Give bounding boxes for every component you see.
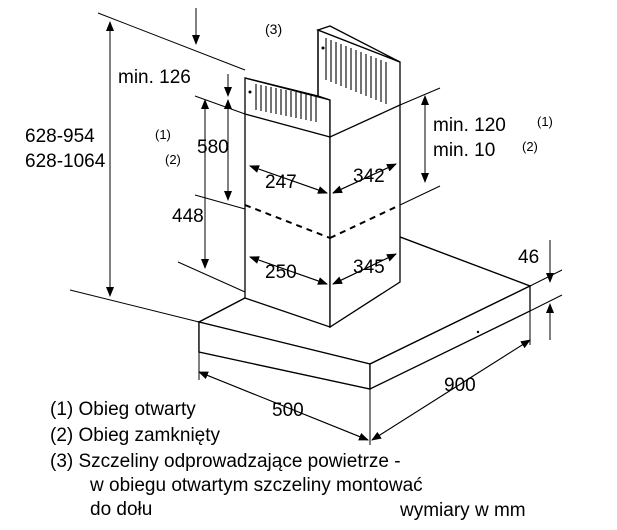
dimension-arrows: [106, 8, 554, 340]
note-closed-circulation: (2) Obieg zamknięty: [50, 425, 221, 446]
air-slots: [255, 38, 387, 122]
chimney-arrows: [249, 163, 397, 285]
note-air-slots-line2: w obiegu otwartym szczeliny montować: [90, 475, 423, 496]
min-closed-label: min. 10: [433, 140, 495, 161]
lower-chimney: [244, 100, 401, 329]
note-air-slots: (3) Szczeliny odprowadzające powietrze -: [50, 451, 401, 472]
upper-depth-label: 342: [353, 166, 385, 187]
hood-thickness-label: 46: [518, 247, 539, 268]
total-height-open-label: 628-954: [25, 126, 95, 147]
air-slot-ref: (3): [265, 21, 282, 37]
total-height-closed-ref: (2): [165, 152, 181, 167]
note-air-slots-line3: do dołu: [90, 499, 153, 520]
lower-chimney-height-label: 448: [172, 206, 204, 227]
min-closed-ref: (2): [522, 139, 538, 154]
lower-width-label: 250: [265, 262, 297, 283]
extension-lines: [69, 12, 563, 445]
total-height-closed-label: 628-1064: [25, 151, 106, 172]
note-open-circulation: (1) Obieg otwarty: [50, 399, 196, 420]
hood-depth-label: 500: [272, 400, 304, 421]
min-open-ref: (1): [537, 114, 553, 129]
upper-chimney: [244, 25, 401, 139]
upper-width-label: 247: [265, 172, 297, 193]
units-note: wymiary w mm: [400, 500, 526, 521]
min-top-label: min. 126: [118, 67, 191, 88]
upper-chimney-height-label: 580: [197, 137, 229, 158]
min-open-label: min. 120: [433, 115, 506, 136]
lower-depth-label: 345: [353, 257, 385, 278]
total-height-open-ref: (1): [155, 127, 171, 142]
hood-base-arrows: [198, 339, 531, 441]
hood-width-label: 900: [444, 375, 476, 396]
